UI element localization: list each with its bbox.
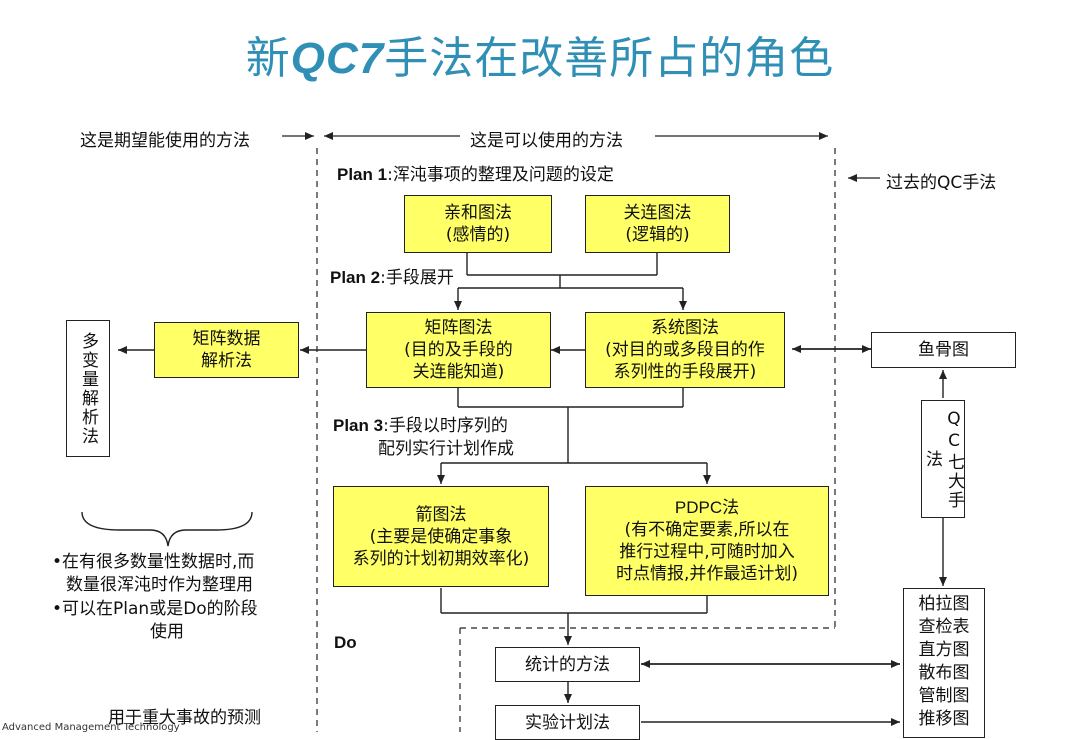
- pareto-chart-item: 柏拉图: [918, 594, 970, 614]
- statistics-method-label: 统计的方法: [525, 654, 610, 675]
- statistics-method-box: 统计的方法: [495, 647, 640, 682]
- plan3-label: Plan 3:手段以时序列的: [333, 416, 508, 436]
- experiment-design-box: 实验计划法: [495, 705, 640, 740]
- note-line-2: 数量很浑沌时作为整理用: [66, 575, 253, 595]
- relation-diagram-desc: (逻辑的): [625, 225, 690, 245]
- header-past-qc-methods: 过去的QC手法: [886, 173, 997, 193]
- pdpc-title: PDPC法: [674, 498, 740, 517]
- scatter-diagram-item: 散布图: [918, 663, 970, 683]
- affinity-diagram-box: 亲和图法 (感情的): [404, 195, 552, 253]
- note-line-4: 使用: [150, 622, 184, 642]
- matrix-diagram-desc-1: (目的及手段的: [404, 340, 513, 360]
- arrow-diagram-desc-2: 系列的计划初期效率化): [352, 548, 530, 569]
- arrow-diagram-box: 箭图法 (主要是使确定事象 系列的计划初期效率化): [333, 486, 549, 587]
- qc-seven-tools-label: QC七大手法: [922, 408, 964, 510]
- systematic-diagram-desc-2: 系列性的手段展开): [613, 362, 757, 382]
- page-title: 新QC7手法在改善所占的角色: [245, 33, 835, 84]
- arrow-diagram-desc-1: (主要是使确定事象: [369, 526, 513, 547]
- do-label: Do: [334, 633, 357, 652]
- run-chart-item: 推移图: [918, 709, 970, 729]
- note-line-1: •在有很多数量性数据时,而: [52, 552, 255, 572]
- plan1-label: Plan 1:浑沌事项的整理及问题的设定: [337, 165, 614, 185]
- pdpc-desc-2: 推行过程中,可随时加入: [619, 542, 795, 562]
- relation-diagram-title: 关连图法: [623, 203, 692, 223]
- plan2-label: Plan 2:手段展开: [330, 268, 454, 288]
- multivariate-analysis-label: 多变量解析法: [78, 331, 98, 446]
- matrix-data-title-1: 矩阵数据: [192, 329, 261, 349]
- systematic-diagram-title: 系统图法: [651, 318, 719, 338]
- histogram-item: 直方图: [918, 640, 970, 660]
- check-sheet-item: 查检表: [918, 617, 970, 637]
- pdpc-box: PDPC法 (有不确定要素,所以在 推行过程中,可随时加入 时点情报,并作最适计…: [585, 486, 829, 596]
- pdpc-desc-1: (有不确定要素,所以在: [624, 520, 790, 540]
- dashed-boundaries: [316, 148, 836, 732]
- arrow-diagram-title: 箭图法: [415, 504, 467, 525]
- fishbone-label: 鱼骨图: [918, 340, 969, 360]
- control-chart-item: 管制图: [918, 686, 970, 706]
- curly-brace: [81, 511, 253, 547]
- qc-tools-list-box: 柏拉图 查检表 直方图 散布图 管制图 推移图: [903, 588, 985, 738]
- multivariate-analysis-box: 多变量解析法: [66, 320, 110, 457]
- qc-seven-tools-box: QC七大手法: [921, 400, 965, 518]
- fishbone-box: 鱼骨图: [871, 332, 1016, 368]
- systematic-diagram-box: 系统图法 (对目的或多段目的作 系列性的手段展开): [585, 312, 785, 388]
- matrix-diagram-desc-2: 关连能知道): [412, 362, 505, 382]
- footer-brand: Advanced Management Technology: [2, 722, 180, 733]
- header-expected-methods: 这是期望能使用的方法: [80, 131, 250, 151]
- affinity-diagram-desc: (感情的): [445, 225, 511, 245]
- plan3-label-line2: 配列实行计划作成: [378, 439, 514, 459]
- note-line-3: •可以在Plan或是Do的阶段: [52, 599, 258, 619]
- matrix-diagram-box: 矩阵图法 (目的及手段的 关连能知道): [366, 312, 551, 388]
- relation-diagram-box: 关连图法 (逻辑的): [585, 195, 730, 253]
- systematic-diagram-desc-1: (对目的或多段目的作: [605, 340, 765, 360]
- pdpc-desc-3: 时点情报,并作最适计划): [615, 564, 799, 584]
- matrix-data-analysis-box: 矩阵数据 解析法: [154, 322, 299, 378]
- accident-prediction-note: 用于重大事故的预测: [108, 708, 261, 728]
- experiment-design-label: 实验计划法: [525, 712, 610, 733]
- header-available-methods: 这是可以使用的方法: [470, 131, 623, 151]
- matrix-data-title-2: 解析法: [201, 351, 252, 371]
- matrix-diagram-title: 矩阵图法: [424, 318, 493, 338]
- affinity-diagram-title: 亲和图法: [444, 203, 512, 223]
